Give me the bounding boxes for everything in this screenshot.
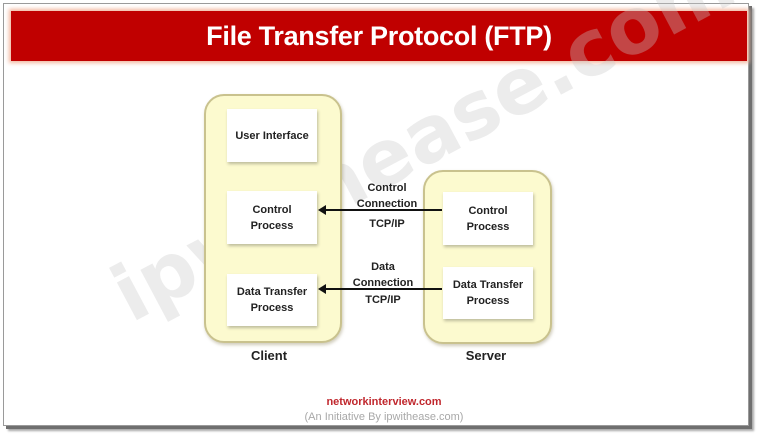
client-data-transfer-line2: Process bbox=[250, 302, 294, 314]
client-user-interface-box: User Interface bbox=[227, 109, 317, 162]
data-connection-line2: Connection bbox=[352, 277, 414, 289]
data-connection-line1: Data bbox=[371, 261, 395, 273]
data-connection-arrow-icon bbox=[318, 284, 442, 294]
client-data-transfer-line1: Data Transfer bbox=[236, 286, 308, 298]
server-data-transfer-line2: Process bbox=[466, 295, 510, 307]
diagram-title: File Transfer Protocol (FTP) bbox=[206, 20, 552, 51]
data-connection-label: Data Connection bbox=[346, 259, 420, 291]
client-label: Client bbox=[250, 348, 288, 363]
client-data-transfer-process-box: Data Transfer Process bbox=[227, 274, 317, 326]
footer-site-link: networkinterview.com bbox=[326, 396, 442, 408]
client-control-process-box: Control Process bbox=[227, 191, 317, 244]
control-connection-arrow-icon bbox=[318, 205, 442, 215]
title-banner: File Transfer Protocol (FTP) bbox=[11, 11, 747, 61]
control-connection-line2: Connection bbox=[356, 198, 418, 210]
client-control-process-line1: Control bbox=[252, 203, 292, 216]
server-control-process-line1: Control bbox=[468, 204, 508, 217]
control-connection-line1: Control bbox=[367, 182, 407, 194]
control-connection-protocol: TCP/IP bbox=[369, 218, 405, 230]
control-connection-label: Control Connection bbox=[350, 180, 424, 212]
client-control-process-line2: Process bbox=[250, 219, 294, 232]
server-data-transfer-line1: Data Transfer bbox=[452, 279, 524, 291]
server-label: Server bbox=[465, 348, 507, 363]
user-interface-label: User Interface bbox=[235, 129, 309, 142]
data-connection-protocol: TCP/IP bbox=[365, 294, 401, 306]
slide-frame bbox=[3, 3, 749, 426]
server-data-transfer-process-box: Data Transfer Process bbox=[443, 267, 533, 319]
server-control-process-box: Control Process bbox=[443, 192, 533, 245]
server-control-process-line2: Process bbox=[466, 220, 510, 233]
footer-initiative: (An Initiative By ipwithease.com) bbox=[304, 411, 464, 423]
